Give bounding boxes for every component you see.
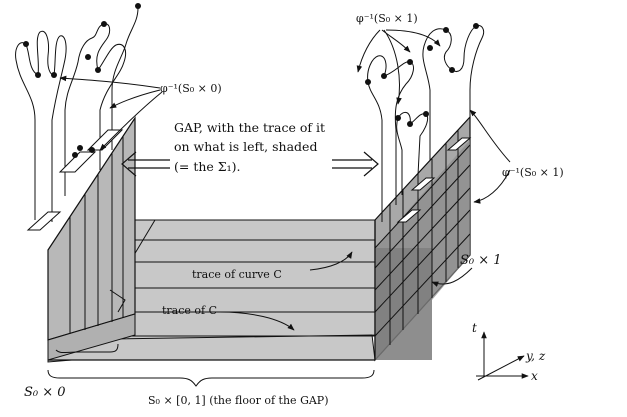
left-wall <box>47 115 136 361</box>
left-trees <box>15 4 139 231</box>
label-s0-x1: S₀ × 1 <box>460 253 502 268</box>
label-preimage-s0-1-right: φ⁻¹(S₀ × 1) <box>502 166 564 179</box>
label-s0-x0: S₀ × 0 <box>24 385 66 400</box>
label-floor: S₀ × [0, 1] (the floor of the GAP) <box>148 394 329 407</box>
left-tree-dots <box>23 3 141 158</box>
axis-label-t: t <box>472 321 477 335</box>
gap-double-arrows <box>121 151 379 177</box>
label-trace-c: trace of C <box>162 304 217 317</box>
right-wall <box>374 115 471 362</box>
axis-label-yz: y, z <box>525 349 546 363</box>
floor-braces <box>47 289 375 387</box>
right-tree-dots <box>365 23 479 127</box>
axis-label-x: x <box>531 369 538 383</box>
label-gap-line1: GAP, with the trace of it <box>174 120 325 135</box>
pointer-arrows <box>59 29 511 331</box>
label-trace-curve: trace of curve C <box>192 268 282 281</box>
label-gap-line2: on what is left, shaded <box>174 139 317 154</box>
label-preimage-s0-1-top: φ⁻¹(S₀ × 1) <box>356 12 418 25</box>
label-preimage-s0-0: φ⁻¹(S₀ × 0) <box>160 82 222 95</box>
coordinate-axes <box>476 331 529 381</box>
label-gap-line3: (= the Σ₁). <box>174 159 240 174</box>
